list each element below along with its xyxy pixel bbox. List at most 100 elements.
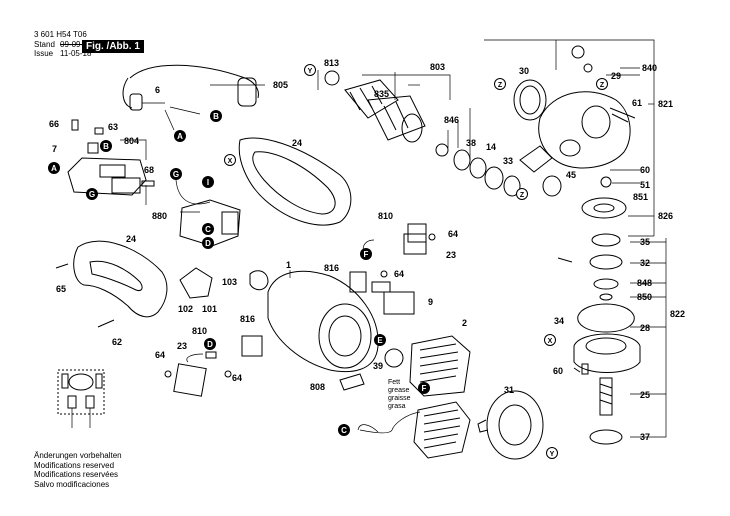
- callout-d-upper: D: [202, 237, 214, 249]
- part-label-822: 822: [670, 309, 685, 319]
- part-label-28: 28: [640, 323, 650, 333]
- reference-markers: X X Y Y Z Z Z: [224, 64, 608, 459]
- svg-text:C: C: [205, 225, 211, 234]
- svg-text:I: I: [207, 178, 209, 187]
- part-label-848: 848: [637, 278, 652, 288]
- part-label-64-d: 64: [155, 350, 165, 360]
- part-label-24-left: 24: [126, 234, 136, 244]
- switch-assembly: [67, 119, 155, 196]
- part-label-23-upper: 23: [446, 250, 456, 260]
- gear-head-housing: [538, 45, 636, 169]
- small-parts: [55, 113, 629, 397]
- part-label-6: 6: [155, 85, 160, 95]
- part-label-64-c: 64: [232, 373, 242, 383]
- part-label-51: 51: [640, 180, 650, 190]
- svg-text:A: A: [177, 132, 183, 141]
- callout-a-lower: A: [48, 162, 60, 174]
- spindle-gear: [542, 175, 627, 219]
- issue-label: Issue: [34, 49, 54, 58]
- part-label-24-top: 24: [292, 138, 302, 148]
- part-label-32: 32: [640, 258, 650, 268]
- callout-d-lower: D: [204, 338, 216, 350]
- part-label-805: 805: [273, 80, 288, 90]
- part-label-835: 835: [374, 89, 389, 99]
- part-label-2: 2: [462, 318, 467, 328]
- grease-text-en: grease: [388, 387, 410, 394]
- callout-g-lower: G: [86, 188, 98, 200]
- svg-text:Z: Z: [520, 192, 525, 199]
- reference-z-right: Z: [596, 78, 608, 90]
- part-label-1: 1: [286, 260, 291, 270]
- svg-text:D: D: [205, 239, 211, 248]
- part-label-63: 63: [108, 122, 118, 132]
- svg-text:F: F: [422, 384, 427, 393]
- armature: [324, 70, 426, 143]
- part-label-813: 813: [324, 58, 339, 68]
- reference-x-lower: X: [544, 334, 556, 346]
- part-label-826: 826: [658, 211, 673, 221]
- callout-e: E: [374, 334, 386, 346]
- wheel-guard: [477, 390, 544, 460]
- callout-b-upper: B: [210, 110, 222, 122]
- part-label-29: 29: [611, 71, 621, 81]
- part-label-101: 101: [202, 304, 217, 314]
- document-number: 3 601 H54 T06: [34, 30, 87, 39]
- part-label-64-a: 64: [448, 229, 458, 239]
- part-label-810-upper: 810: [378, 211, 393, 221]
- grease-text-es: grasa: [388, 403, 406, 410]
- callout-b-lower: B: [100, 140, 112, 152]
- part-label-34: 34: [554, 316, 564, 326]
- reference-x-upper: X: [224, 154, 236, 166]
- part-label-840: 840: [642, 63, 657, 73]
- rear-handle: [73, 240, 168, 318]
- callout-c-upper: C: [202, 223, 214, 235]
- svg-text:D: D: [207, 340, 213, 349]
- modifications-line-fr: Modifications reservées: [34, 470, 119, 479]
- part-label-62: 62: [112, 337, 122, 347]
- svg-text:F: F: [364, 250, 369, 259]
- part-label-60-upper: 60: [640, 165, 650, 175]
- wiring-diagram-inset: [57, 369, 105, 428]
- callout-a-upper: A: [174, 130, 186, 142]
- power-cable: [122, 64, 259, 131]
- svg-text:G: G: [89, 190, 95, 199]
- svg-text:Y: Y: [550, 451, 555, 458]
- field-coil: [409, 335, 471, 397]
- spindle-stack: [573, 233, 641, 445]
- svg-text:Z: Z: [498, 82, 503, 89]
- figure-label: Fig. /Abb. 1: [82, 40, 144, 53]
- callout-g-upper: G: [170, 168, 182, 180]
- grease-text-de: Fett: [388, 379, 400, 386]
- stand-date: 09-09-10: [60, 40, 93, 49]
- svg-text:B: B: [103, 142, 109, 151]
- grease-text-fr: graisse: [388, 395, 411, 402]
- part-label-816-upper: 816: [324, 263, 339, 273]
- part-label-7: 7: [52, 144, 57, 154]
- part-label-31: 31: [504, 385, 514, 395]
- part-label-821: 821: [658, 99, 673, 109]
- part-label-880: 880: [152, 211, 167, 221]
- part-label-37: 37: [640, 432, 650, 442]
- callout-f-lower: F: [418, 382, 430, 394]
- grease-note: Fett grease graisse grasa: [388, 379, 411, 410]
- stand-label: Stand: [34, 40, 55, 49]
- reference-y-upper: Y: [304, 64, 316, 76]
- part-label-846: 846: [444, 115, 459, 125]
- callout-c-lower: C: [338, 424, 350, 436]
- part-label-9: 9: [428, 297, 433, 307]
- svg-text:X: X: [228, 158, 233, 165]
- group-bracket-lines: [120, 39, 667, 438]
- part-label-66: 66: [49, 119, 59, 129]
- svg-text:C: C: [341, 426, 347, 435]
- brush-holder-upper: [349, 233, 427, 293]
- part-label-60-lower: 60: [553, 366, 563, 376]
- part-label-103: 103: [222, 277, 237, 287]
- reference-z-middle: Z: [516, 188, 528, 200]
- brush-holder-lower: [186, 335, 263, 363]
- part-number-labels: 1 2 6 7 9 14 23 23 24 24 25 28 29 30 31 …: [49, 58, 685, 442]
- part-label-23-lower: 23: [177, 341, 187, 351]
- part-label-816-lower: 816: [240, 314, 255, 324]
- part-label-102: 102: [178, 304, 193, 314]
- part-label-808: 808: [310, 382, 325, 392]
